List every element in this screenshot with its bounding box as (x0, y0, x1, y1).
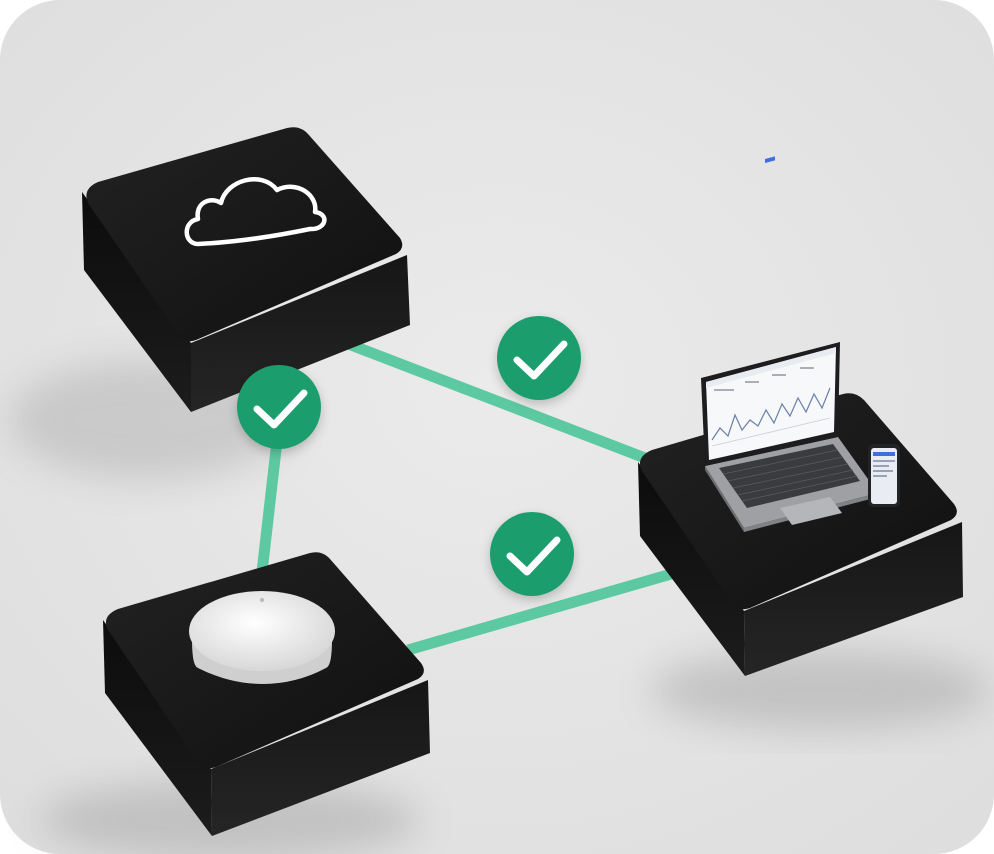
cloud-block (82, 127, 410, 412)
laptop-screen-chart-line (711, 387, 831, 441)
sensor-block-front-face (211, 680, 430, 836)
link-cloud-workstation (310, 324, 647, 464)
laptop-trackpad (780, 497, 842, 525)
cloud-block-left-face (82, 192, 191, 412)
ceiling-sensor-device (189, 591, 335, 684)
cloud-icon (184, 177, 327, 247)
link-sensor-workstation (406, 562, 694, 656)
cloud-block-top-face (86, 127, 403, 342)
check-badge-sensor-workstation (490, 512, 574, 596)
phone-device (868, 444, 900, 507)
laptop-device (701, 156, 878, 532)
check-badge-cloud-workstation (497, 316, 581, 400)
check-icon (513, 340, 568, 380)
check-badge-cloud-sensor (237, 365, 321, 449)
check-icon (506, 536, 561, 576)
cloud-block-front-face (191, 255, 410, 412)
sensor-block (103, 552, 430, 836)
sensor-block-left-face (103, 620, 212, 836)
workstation-block-left-face (638, 462, 745, 676)
check-icon (253, 389, 308, 429)
workstation-block (638, 156, 963, 676)
workstation-block-front-face (744, 522, 963, 676)
